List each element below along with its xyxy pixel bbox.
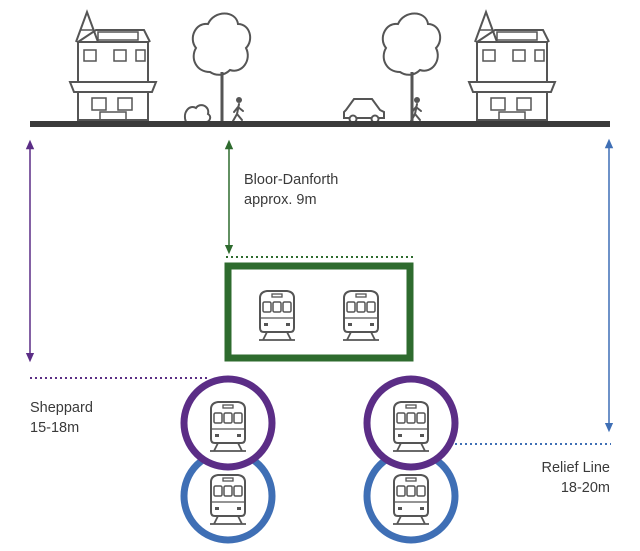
sheppard-depth: 15-18m [30,420,80,436]
tree-icon-left [191,12,252,126]
bloor-danforth-box-tunnel [224,262,414,362]
shrub-icon [184,104,212,123]
subway-train-icon-bd-left [258,290,296,341]
relief-line-name: Relief Line [541,460,610,476]
pedestrian-icon-left [232,96,244,122]
ground-line [30,121,610,127]
house-icon-left [69,11,157,121]
bloor-danforth-label: Bloor-Danforth approx. 9m [244,170,338,210]
car-icon [343,98,385,124]
house-icon-right [468,11,556,121]
relief-line-label: Relief Line 18-20m [541,458,610,498]
tree-icon-right [381,12,442,126]
bloor-danforth-depth: approx. 9m [244,192,317,208]
subway-train-icon-sheppard-left [209,401,247,452]
bloor-danforth-line-name: Bloor-Danforth [244,172,339,188]
sheppard-line-name: Sheppard [30,400,93,416]
relief-line-depth: 18-20m [560,480,610,496]
subway-train-icon-relief-left [209,474,247,525]
subway-train-icon-bd-right [342,290,380,341]
sheppard-label: Sheppard 15-18m [30,398,93,438]
subway-train-icon-sheppard-right [392,401,430,452]
subway-train-icon-relief-right [392,474,430,525]
